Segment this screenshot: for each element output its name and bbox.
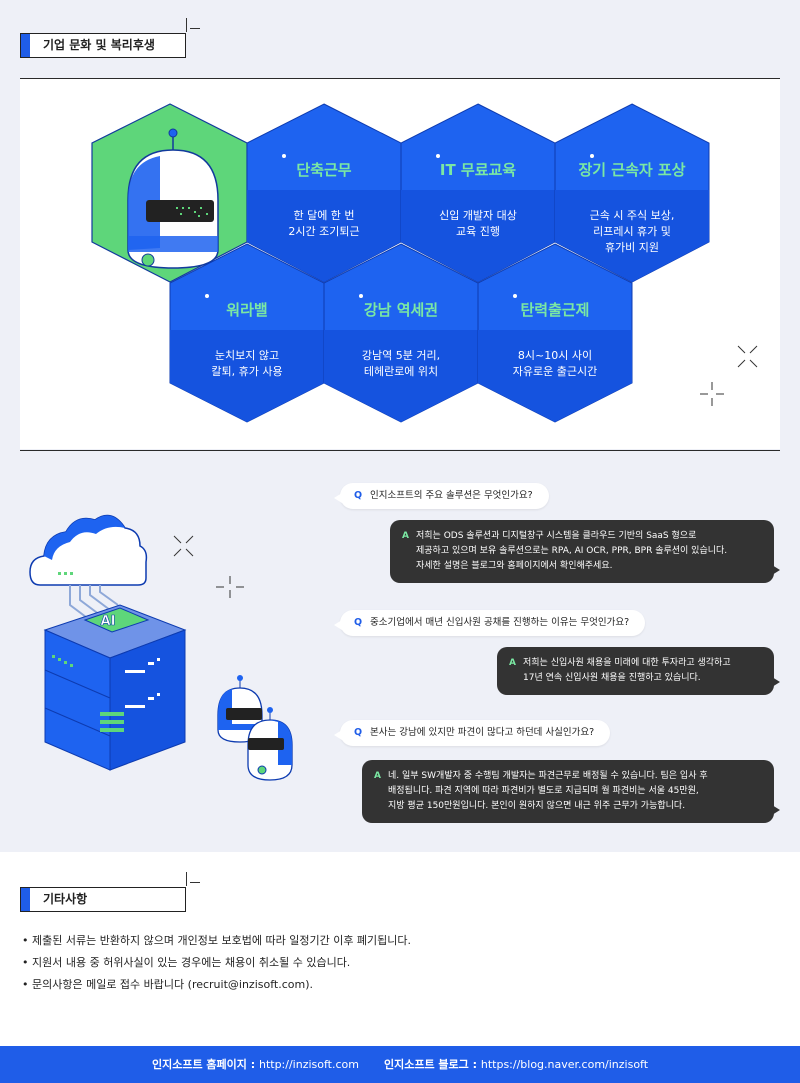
bullet-dot	[205, 294, 209, 298]
benefit-desc-line: 8시~10시 사이	[517, 349, 593, 362]
footer-homepage: 인지소프트 홈페이지 : http://inzisoft.com	[152, 1058, 359, 1071]
benefit-desc-line: 휴가비 지원	[604, 241, 660, 254]
mini-robot-2	[247, 707, 293, 781]
benefit-desc-line: 신입 개발자 대상	[439, 209, 517, 222]
benefit-title-3: 장기 근속자 포상	[578, 161, 686, 179]
bullet-dot	[436, 154, 440, 158]
benefits-hex-grid	[91, 103, 758, 423]
faq-question-1: Q 인지소프트의 주요 솔루션은 무엇인가요?	[334, 483, 549, 509]
benefit-desc-line: 한 달에 한 번	[293, 209, 355, 222]
divider-top	[20, 78, 780, 79]
benefit-desc-line: 강남역 5분 거리,	[361, 349, 441, 362]
benefit-desc-line: 테헤란로에 위치	[363, 365, 439, 378]
benefit-desc-line: 교육 진행	[456, 225, 500, 238]
note-item: • 지원서 내용 중 허위사실이 있는 경우에는 채용이 취소될 수 있습니다.	[22, 956, 351, 969]
benefit-title-6: 탄력출근제	[520, 301, 590, 319]
bullet-dot	[359, 294, 363, 298]
footer-blog: 인지소프트 블로그 : https://blog.naver.com/inzis…	[384, 1058, 649, 1071]
benefit-hex-2	[400, 103, 556, 283]
faq-question-2: Q 중소기업에서 매년 신입사원 공채를 진행하는 이유는 무엇인가요?	[333, 610, 646, 636]
cloud-icon	[29, 514, 148, 586]
benefit-title-5: 강남 역세권	[363, 301, 439, 319]
divider-bottom	[20, 450, 780, 451]
benefit-hex-5	[323, 243, 479, 423]
section-title-culture: 기업 문화 및 복리후생	[20, 33, 186, 58]
bullet-dot	[282, 154, 286, 158]
bullet-dot	[513, 294, 517, 298]
benefit-desc-line: 자유로운 출근시간	[512, 365, 598, 378]
mini-robot-1	[217, 675, 263, 743]
benefit-hex-3	[554, 103, 710, 283]
notes-list: • 제출된 서류는 반환하지 않으며 개인정보 보호법에 따라 일정기간 이후 …	[22, 930, 411, 996]
server-illustration: AI	[29, 514, 293, 781]
homepage-link[interactable]: http://inzisoft.com	[258, 1058, 359, 1071]
sparkle-icon	[700, 345, 758, 406]
faq-question-3: Q 본사는 강남에 있지만 파견이 많다고 하던데 사실인가요?	[333, 720, 611, 746]
footer-bar: 인지소프트 홈페이지 : http://inzisoft.com 인지소프트 블…	[0, 1046, 800, 1083]
server-rack: AI	[43, 604, 187, 771]
faq-answer-3: A 네. 일부 SW개발자 중 수행팀 개발자는 파견근무로 배정될 수 있습니…	[362, 760, 780, 823]
benefit-title-1: 단축근무	[296, 161, 352, 179]
benefit-title-4: 워라밸	[226, 301, 268, 319]
benefit-desc-line: 리프레시 휴가 및	[593, 225, 671, 238]
benefit-hex-1	[246, 103, 402, 283]
benefit-desc-line: 근속 시 주식 보상,	[589, 209, 675, 222]
section-title-etc: 기타사항	[20, 887, 186, 912]
blog-link[interactable]: https://blog.naver.com/inzisoft	[480, 1058, 649, 1071]
benefit-desc-line: 눈치보지 않고	[214, 349, 280, 362]
benefit-title-2: IT 무료교육	[439, 161, 517, 179]
benefit-hex-6	[477, 243, 633, 423]
benefit-hex-4	[169, 243, 325, 423]
benefit-desc-line: 2시간 조기퇴근	[288, 225, 360, 238]
corner-mark-2	[186, 872, 200, 886]
faq-answer-2: A 저희는 신입사원 채용을 미래에 대한 투자라고 생각하고 17년 연속 신…	[497, 647, 780, 695]
ai-chip-label: AI	[101, 614, 116, 629]
corner-mark	[186, 18, 200, 32]
note-item: • 문의사항은 메일로 접수 바랍니다 (recruit@inzisoft.co…	[22, 978, 313, 991]
faq-answer-1: A 저희는 ODS 솔루션과 디지털창구 시스템을 클라우드 기반의 SaaS …	[390, 520, 780, 583]
note-item: • 제출된 서류는 반환하지 않으며 개인정보 보호법에 따라 일정기간 이후 …	[22, 934, 412, 947]
benefit-desc-line: 칼퇴, 휴가 사용	[211, 365, 283, 378]
bullet-dot	[590, 154, 594, 158]
